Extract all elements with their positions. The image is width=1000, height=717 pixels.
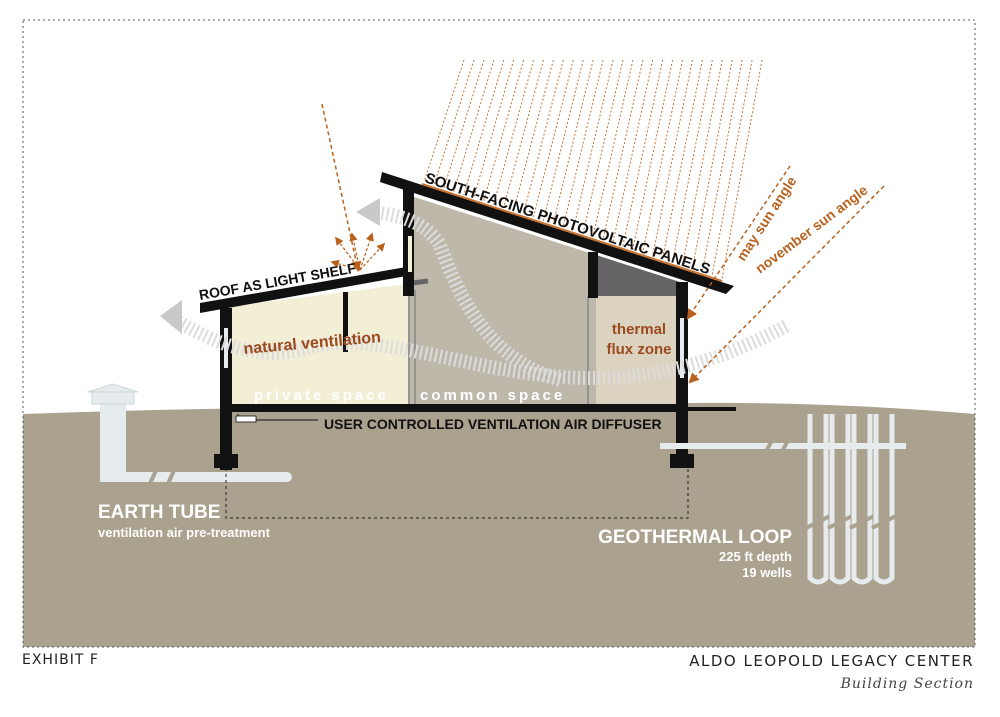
pv-hatch-line [572,59,614,231]
common-space-label: common space [420,387,565,404]
clerestory-window [408,236,412,272]
private-space-label: private space [254,387,389,404]
pipe-break [146,465,160,489]
pv-hatch-line [651,59,693,257]
floor-slab [226,404,680,412]
pv-hatch-line [582,59,624,234]
pv-hatch-line [453,59,495,192]
upper-roof [380,172,734,294]
well-break [827,514,853,530]
geothermal-depth-label: 225 ft depth [719,549,792,564]
geothermal-well [873,414,895,585]
pv-hatch-line [701,59,743,273]
geothermal-well [807,414,829,585]
earth-tube-label: EARTH TUBE [98,502,220,523]
earth-tube-cap [91,391,135,405]
north-footing [214,454,238,468]
diffuser-label: USER CONTROLLED VENTILATION AIR DIFFUSER [324,416,662,432]
airflow-arrow-left-icon [160,300,182,334]
earth-tube-pipe [120,472,280,482]
pv-hatch-line [691,59,733,270]
pv-hatch-line [443,59,485,189]
project-subtitle: Building Section [840,676,974,692]
project-title: ALDO LEOPOLD LEGACY CENTER [689,652,974,670]
airflow-arrow-up-icon [356,198,380,226]
frame-border [22,19,976,648]
pipe-break [778,435,792,457]
may-sun-ray [686,165,791,320]
exhibit-label: EXHIBIT F [22,652,99,668]
reflected-ray [359,232,374,271]
earth-tube-end [276,472,292,482]
light-shelf-lip [411,278,429,286]
pv-hatch-line [483,59,525,202]
pv-hatch-line [721,59,763,280]
pv-hatch-line [493,59,535,205]
pv-hatch-line [562,59,604,228]
thermal-flux-label-line2: flux zone [606,341,671,358]
november-sun-ray [688,185,885,384]
ground [23,402,975,647]
south-footing [670,454,694,468]
diffuser-icon [235,415,257,423]
well-break [805,514,831,530]
light-shelf-roof [200,266,412,313]
pv-hatch-line [711,59,753,276]
earth-tube-roof-icon [87,383,139,393]
ventilation-flow-path [168,312,790,386]
pv-hatch-line [681,59,723,267]
geothermal-well [851,414,873,585]
reflected-ray [349,232,361,271]
pipe-break [164,465,178,489]
south-window [680,318,684,378]
pv-hatch-line [642,59,684,254]
pv-hatch-line [433,59,475,186]
pv-hatch-line [463,59,505,196]
ventilation-flow-upper [367,205,563,387]
photovoltaic-hatch [423,59,763,280]
well-break [871,514,897,530]
north-window [224,328,228,368]
reflected-ray [334,236,361,271]
clerestory-post [588,252,598,298]
earth-tube-sublabel: ventilation air pre-treatment [98,525,271,540]
pv-hatch-line [632,59,674,251]
pv-hatch-line [661,59,703,260]
geothermal-label: GEOTHERMAL LOOP [598,527,792,548]
geothermal-wells [805,414,897,585]
light-shelf-ray [321,103,362,273]
pv-hatch-line [612,59,654,244]
pv-hatch-line [522,59,564,215]
pv-hatch-line [423,59,465,183]
light-shelf-post [343,292,348,352]
geothermal-well [829,414,851,585]
well-break [849,514,875,530]
pv-hatch-line [671,59,713,263]
pv-hatch-line [532,59,574,218]
common-space-fill [408,195,596,408]
pipe-break [762,435,776,457]
pv-panel-edge [421,183,723,282]
foundation-outline [225,468,689,519]
pv-hatch-line [552,59,594,225]
thermal-flux-zone [596,296,680,408]
thermal-flux-label-line1: thermal [612,321,666,338]
pv-hatch-line [602,59,644,241]
geothermal-wells-label: 19 wells [742,565,792,580]
reflected-ray [359,242,386,271]
pv-hatch-line [502,59,544,208]
clerestory-fill [596,255,680,296]
earth-tube-intake [100,402,126,482]
